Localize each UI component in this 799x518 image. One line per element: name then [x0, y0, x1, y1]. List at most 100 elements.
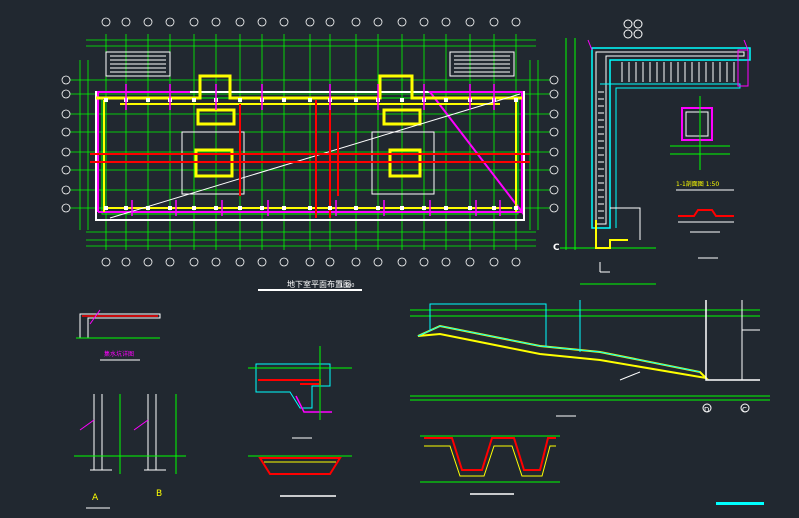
- column-mark: [214, 206, 218, 210]
- axis-bubble-left: [61, 127, 71, 137]
- axis-bubble-bottom: [465, 257, 475, 267]
- detail-3-label: B: [156, 489, 162, 499]
- axis-bubble-top: [165, 17, 175, 27]
- ramp-axis-c: C: [742, 406, 747, 414]
- axis-bubble-top: [257, 17, 267, 27]
- axis-bubble-top: [511, 17, 521, 27]
- axis-bubble-top: [279, 17, 289, 27]
- detail-pit-2: [248, 346, 352, 497]
- column-mark: [444, 98, 448, 102]
- axis-bubble-top: [465, 17, 475, 27]
- axis-bubble-bottom: [189, 257, 199, 267]
- axis-bubble-left: [61, 89, 71, 99]
- detail-double-pit: [420, 435, 560, 495]
- column-mark: [146, 98, 150, 102]
- axis-bubble-top: [305, 17, 315, 27]
- column-mark: [328, 206, 332, 210]
- axis-bubble-bottom: [441, 257, 451, 267]
- axis-bubble-bottom: [305, 257, 315, 267]
- axis-bubble-top: [235, 17, 245, 27]
- axis-bubble-top: [373, 17, 383, 27]
- axis-bubble-top: [211, 17, 221, 27]
- plan-rebar-red: [90, 100, 530, 218]
- column-mark: [238, 98, 242, 102]
- axis-bubble-bottom: [373, 257, 383, 267]
- plan-stair-left: [105, 51, 171, 77]
- axis-bubble-right: [549, 127, 559, 137]
- plan-core-wall-yellow: [96, 74, 522, 100]
- axis-bubble-top: [489, 17, 499, 27]
- column-mark: [514, 98, 518, 102]
- detail-wall-sections: A B: [74, 394, 186, 509]
- column-mark: [308, 98, 312, 102]
- axis-bubble-left: [61, 147, 71, 157]
- axis-bubble-bottom: [419, 257, 429, 267]
- plan-axis-bubbles: [61, 17, 559, 267]
- column-mark: [376, 206, 380, 210]
- axis-bubble-left: [61, 203, 71, 213]
- column-mark: [492, 206, 496, 210]
- section-a-wall-outline: [591, 47, 751, 229]
- column-mark: [146, 206, 150, 210]
- column-mark: [192, 98, 196, 102]
- axis-bubble-right: [549, 147, 559, 157]
- axis-bubble-bottom: [511, 257, 521, 267]
- axis-bubble-bottom: [211, 257, 221, 267]
- ramp-axis-d: D: [704, 406, 709, 414]
- column-mark: [514, 206, 518, 210]
- detail-1-title: 集水坑详图: [104, 350, 134, 358]
- legend-bar: [716, 502, 764, 505]
- axis-bubble-bottom: [165, 257, 175, 267]
- plan-stair-right: [449, 51, 515, 77]
- axis-bubble-bottom: [325, 257, 335, 267]
- detail-pit-1: 集水坑详图: [76, 309, 161, 361]
- axis-bubble-bottom: [101, 257, 111, 267]
- column-mark: [260, 206, 264, 210]
- plan-columns: [104, 84, 518, 216]
- axis-bubble-top: [101, 17, 111, 27]
- ramp-section: D C: [410, 300, 770, 417]
- column-mark: [282, 206, 286, 210]
- axis-bubble-bottom: [121, 257, 131, 267]
- axis-bubble-right: [549, 109, 559, 119]
- basement-plan: 地下室平面布置图 1:100: [61, 17, 559, 291]
- axis-bubble-top: [351, 17, 361, 27]
- axis-bubble-bottom: [351, 257, 361, 267]
- axis-bubble-right: [549, 165, 559, 175]
- axis-bubble-bottom: [143, 257, 153, 267]
- column-mark: [468, 206, 472, 210]
- axis-bubble-bottom: [257, 257, 267, 267]
- axis-bubble-left: [61, 109, 71, 119]
- axis-bubble-top: [441, 17, 451, 27]
- plan-title: 地下室平面布置图: [287, 279, 351, 289]
- column-mark: [400, 98, 404, 102]
- column-mark: [192, 206, 196, 210]
- column-mark: [282, 98, 286, 102]
- axis-bubble-bottom: [235, 257, 245, 267]
- axis-bubble-bottom: [279, 257, 289, 267]
- section-a: C: [553, 19, 751, 285]
- section-b-title: 1-1剖面图 1:50: [676, 180, 719, 188]
- column-mark: [104, 98, 108, 102]
- plan-outer-wall: [95, 91, 525, 221]
- axis-bubble-right: [549, 185, 559, 195]
- column-mark: [354, 98, 358, 102]
- axis-bubble-left: [61, 185, 71, 195]
- axis-bubble-bottom: [397, 257, 407, 267]
- plan-wall-outline-magenta: [97, 91, 523, 215]
- axis-bubble-left: [61, 75, 71, 85]
- axis-bubble-right: [549, 203, 559, 213]
- section-a-axis-label: C: [553, 243, 560, 253]
- column-mark: [444, 206, 448, 210]
- detail-2-label: A: [92, 493, 99, 503]
- axis-bubble-top: [397, 17, 407, 27]
- column-mark: [168, 206, 172, 210]
- column-mark: [308, 206, 312, 210]
- column-mark: [354, 206, 358, 210]
- column-mark: [124, 206, 128, 210]
- column-mark: [422, 206, 426, 210]
- column-mark: [400, 206, 404, 210]
- axis-bubble-bottom: [489, 257, 499, 267]
- axis-bubble-top: [143, 17, 153, 27]
